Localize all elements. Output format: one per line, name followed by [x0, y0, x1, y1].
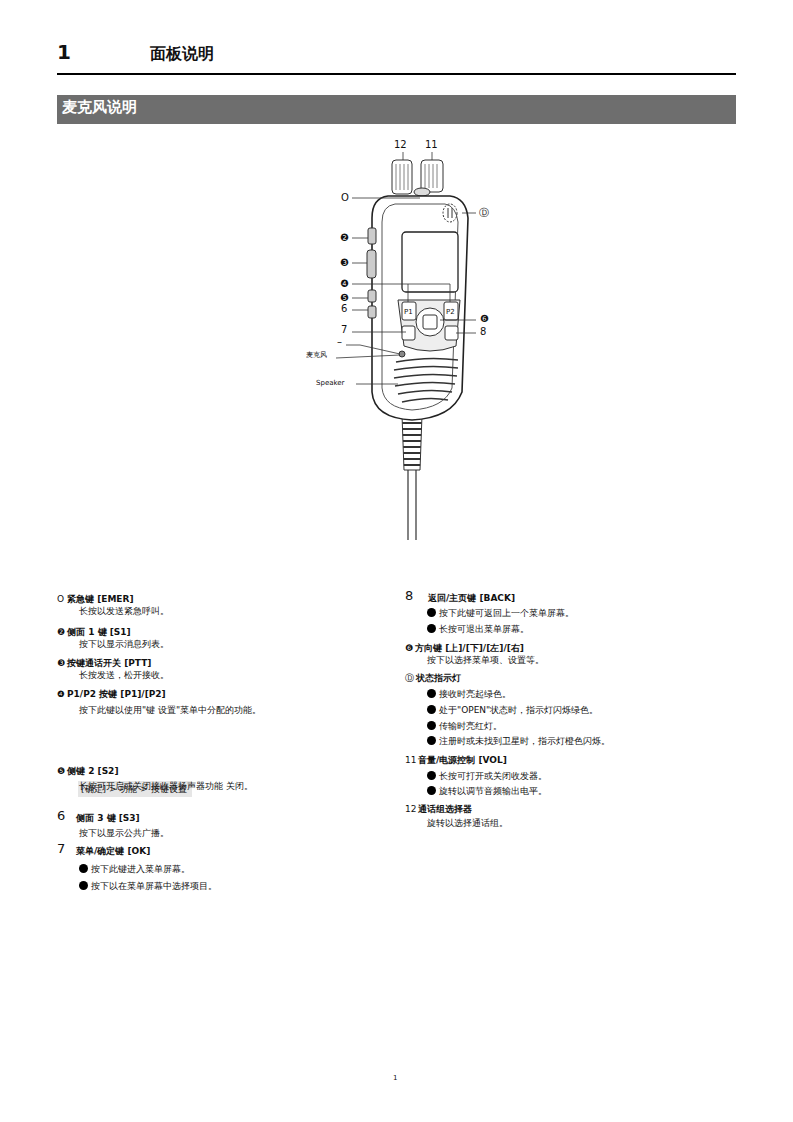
bullet-text: 传输时亮红灯。	[427, 720, 502, 732]
item-number: ❸	[57, 657, 65, 669]
item-number: Ⓓ	[405, 672, 414, 684]
page-number: 1	[393, 1072, 397, 1084]
item-heading: 方向键 [上]/[下]/[左]/[右]	[415, 642, 524, 654]
callout-number: 8	[479, 326, 487, 338]
bullet-text: 长按可退出菜单屏幕。	[427, 623, 529, 635]
callout-number: ❸	[339, 257, 350, 269]
item-heading: 按键通话开关 [PTT]	[67, 657, 151, 669]
item-heading: 通话组选择器	[418, 803, 472, 815]
item-number: ❺	[57, 765, 65, 777]
item-text: 长按可开启或关闭接收器扬声器功能 关闭。	[79, 780, 253, 792]
section-band: 麦克风说明	[57, 95, 736, 124]
item-number: 6	[57, 810, 65, 822]
callout-number: 7	[340, 324, 348, 336]
item-number: ❷	[57, 626, 65, 638]
callout-number: O	[340, 192, 350, 204]
callout-number: Ⓓ	[478, 207, 490, 219]
callout-number: ❷	[339, 232, 350, 244]
item-number: 8	[405, 590, 413, 602]
key-label: P2	[446, 306, 455, 318]
node-text: 麦克风说明	[62, 101, 736, 113]
bullet-text: 按下此键进入菜单屏幕。	[79, 863, 190, 875]
item-number: 11	[405, 754, 416, 766]
callout-number: 12	[393, 139, 408, 151]
part-name: 麦克风	[306, 349, 327, 361]
bullet-text: 注册时或未找到卫星时，指示灯橙色闪烁。	[427, 735, 610, 747]
part-name: Speaker	[316, 377, 344, 389]
chapter-number: 1	[57, 40, 71, 64]
item-text: 按下以显示公共广播。	[79, 827, 169, 839]
bullet-text: 处于"OPEN"状态时，指示灯闪烁绿色。	[427, 704, 598, 716]
item-heading: 音量/电源控制 [VOL]	[418, 754, 507, 766]
callout-number: 6	[340, 303, 348, 315]
item-number: O	[57, 593, 64, 605]
item-text: 旋转以选择通话组。	[427, 817, 508, 829]
bullet-text: 按下此键可返回上一个菜单屏幕。	[427, 607, 574, 619]
item-heading: P1/P2 按键 [P1]/[P2]	[67, 688, 166, 700]
key-label: P1	[404, 306, 413, 318]
callout-number: 11	[424, 139, 439, 151]
item-number: 12	[405, 803, 416, 815]
callout-number: ❻	[479, 313, 490, 325]
item-number: 7	[57, 843, 65, 855]
item-heading: 侧面 1 键 [S1]	[67, 626, 131, 638]
item-heading: 侧键 2 [S2]	[67, 765, 217, 777]
item-text: 按下以显示消息列表。	[79, 638, 169, 650]
item-heading: 侧面 3 键 [S3]	[76, 812, 226, 824]
item-heading: 状态指示灯	[416, 672, 461, 684]
item-heading: 紧急键 [EMER]	[67, 593, 134, 605]
item-heading: 菜单/确定键 [OK]	[76, 845, 150, 857]
item-text: 按下以选择菜单项、设置等。	[427, 654, 544, 666]
page-title: 面板说明	[150, 44, 214, 64]
item-text: 长按发送，松开接收。	[79, 669, 169, 681]
bullet-text: 按下以在菜单屏幕中选择项目。	[79, 880, 217, 892]
item-heading: 返回/主页键 [BACK]	[428, 592, 515, 604]
bullet-text: 接收时亮起绿色。	[427, 688, 511, 700]
item-number: ❹	[57, 688, 65, 700]
item-number: ❻	[405, 642, 413, 654]
item-text: 长按以发送紧急呼叫。	[79, 605, 169, 617]
item-text: 按下此键以使用"键 设置"菜单中分配的功能。	[79, 704, 261, 716]
callout-number: ❹	[339, 278, 350, 290]
bullet-text: 长按可打开或关闭收发器。	[427, 770, 547, 782]
bullet-text: 旋转以调节音频输出电平。	[427, 785, 547, 797]
callout-dash: –	[336, 336, 343, 348]
